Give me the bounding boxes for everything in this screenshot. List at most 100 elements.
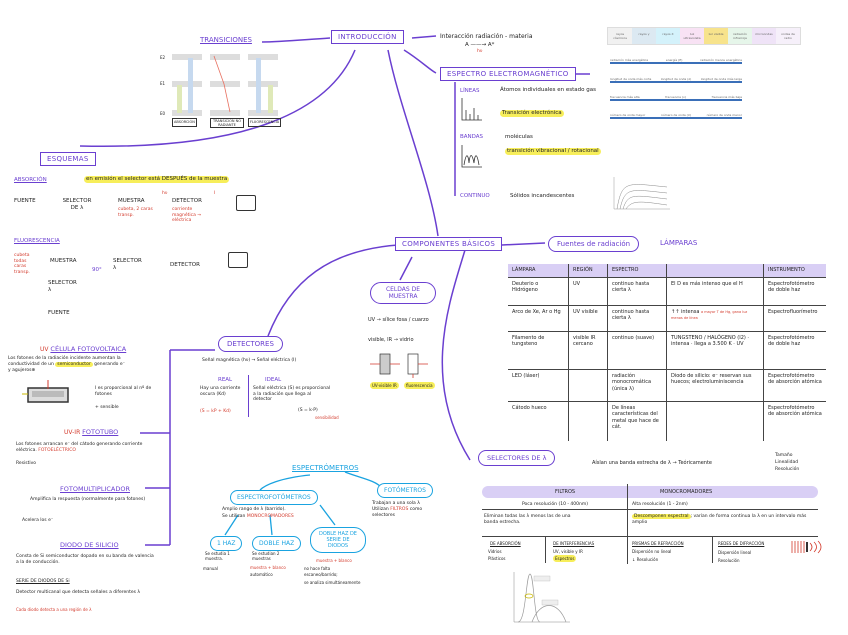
doble-serie-line-2: se analiza simultáneamente xyxy=(304,580,361,585)
region-ir: radiación infrarroja xyxy=(728,28,752,44)
lineas-label: LÍNEAS xyxy=(460,88,480,94)
doble-haz-auto: automático xyxy=(250,572,273,577)
connector-espf-doblehaz xyxy=(269,514,273,536)
lineas-item-2: Transición electrónica xyxy=(500,110,564,117)
fototubo-text-1: Los fotones arrancan e⁻ del cátodo gener… xyxy=(16,442,143,453)
cell: UV visible xyxy=(568,304,608,331)
fotom-bullet-2-text: Utilizan xyxy=(372,507,389,512)
detector-note: corriente magnética → eléctrica xyxy=(172,207,202,223)
red-note: a mayor T de Hg, gana luz menos de línea xyxy=(671,309,748,321)
abs-item: Vidrios xyxy=(488,549,502,554)
introduccion-box: INTRODUCCIÓN xyxy=(331,30,404,44)
diodo-title: DIODO DE SILICIO xyxy=(60,541,119,549)
region-micro: microondas xyxy=(752,28,776,44)
connector-espf-serie xyxy=(319,504,336,526)
scale-center: número de onda (σ) xyxy=(660,113,691,117)
fototubo-text: Los fotones arrancan e⁻ del cátodo gener… xyxy=(16,442,154,454)
divider xyxy=(712,537,713,563)
fototubo-title: FOTOTUBO xyxy=(82,428,119,436)
int-hl: Espectros xyxy=(553,555,577,562)
table-header: LÁMPARA REGIÓN ESPECTRO INSTRUMENTO xyxy=(508,264,826,277)
level-e1: E1 xyxy=(160,81,166,86)
celdas-item-visible: visible, IR → vidrio xyxy=(368,337,414,343)
cell: LED (láser) xyxy=(508,368,569,401)
col-espectro: ESPECTRO xyxy=(607,264,667,277)
cell: Espectrofotómetro de doble haz xyxy=(763,276,826,305)
region-gamma: rayos γ xyxy=(632,28,656,44)
diffraction-grating-icon xyxy=(791,540,822,554)
col-region: REGIÓN xyxy=(568,264,608,277)
cell: continuo hasta cierta λ xyxy=(607,276,667,305)
chain-muestra: MUESTRA xyxy=(118,198,145,204)
scale-right: radiación menos energética xyxy=(700,58,742,62)
fluo-muestra: MUESTRA xyxy=(50,258,77,264)
bandas-item-2: transición vibracional / rotacional xyxy=(505,148,601,155)
scale-center: energía (E) xyxy=(665,58,683,62)
cell: Espectrofotómetro de doble haz xyxy=(763,330,826,369)
diodo-serie: SERIE DE DIODOS DE Si xyxy=(16,579,70,584)
connector-intro-interaccion xyxy=(411,35,437,39)
bandas-label: BANDAS xyxy=(460,134,484,140)
arrow-i: I xyxy=(214,191,216,196)
filtros-sub: Poca resolución (10 - 400nm) xyxy=(522,502,588,507)
cell xyxy=(666,400,764,441)
divider xyxy=(248,375,249,417)
celula-bullet-2: + sensible xyxy=(95,405,119,410)
arrow-left-icon xyxy=(610,117,742,119)
cell: UV xyxy=(568,276,608,305)
espf-red: MONOCROMADORES xyxy=(246,514,294,519)
celula-text-2: generando e⁻ y agujeros⊕ xyxy=(8,362,126,373)
absorcion-note: en emisión el selector está DESPUÉS de l… xyxy=(84,176,230,183)
reaccion-label: hν xyxy=(477,49,483,54)
label-fluorescencia: FLUORESCENCIA xyxy=(248,118,282,127)
label-absorcion: ABSORCIÓN xyxy=(172,118,197,127)
detectores-subtitle: Señal magnética (hν) → Señal eléctrica (… xyxy=(202,358,297,363)
divider xyxy=(545,537,546,563)
celdas-item-uv: UV → sílice fosa / cuarzo xyxy=(368,317,429,323)
absorcion-label: ABSORCIÓN xyxy=(14,177,47,183)
celda-label-fluo: fluorescencia xyxy=(404,382,435,389)
fluorescencia-label: FLUORESCENCIA xyxy=(14,238,60,244)
connector-comp-fuentes xyxy=(501,242,546,246)
chain-selector: SELECTOR DE λ xyxy=(62,198,92,211)
espf-bullet-2: Se utilizan MONOCROMADORES xyxy=(222,513,294,520)
fluo-angle: 90° xyxy=(92,267,102,273)
cell: ↑↑ intensa a mayor T de Hg, gana luz men… xyxy=(666,304,764,331)
reaccion-formula: A ——→ A* xyxy=(465,42,495,48)
cell-text: ↑↑ intensa xyxy=(671,308,700,315)
computer-icon xyxy=(228,252,248,268)
prop: Resolución xyxy=(775,467,800,472)
celdas-cloud: CELDAS DE MUESTRA xyxy=(370,282,436,304)
diodo-text: Consta de Si semiconductor dopado en su … xyxy=(16,554,154,565)
lamparas-label: LÁMPARAS xyxy=(660,239,698,247)
prismas-title: PRISMAS DE REFRACCIÓN xyxy=(632,541,684,546)
scale-right: número de onda menor xyxy=(706,113,742,117)
band-spectrum-icon xyxy=(461,145,482,168)
table-row: LED (láser)radiación monocromática (únic… xyxy=(508,368,826,401)
real-text: Hay una corriente oscura (Kd) xyxy=(200,386,241,397)
arrow-right-icon xyxy=(610,81,742,83)
fluo-fuente: FUENTE xyxy=(48,310,70,316)
fluo-selector-2: SELECTOR λ xyxy=(48,280,77,293)
filtros-text: Eliminan todas las λ menos las de una ba… xyxy=(484,514,571,525)
connector-comp-celdas xyxy=(399,256,413,281)
fotomult-bullet: Acelera los e⁻ xyxy=(22,518,54,523)
selectores-header-bar xyxy=(482,486,818,498)
fotometros-cloud: FOTÓMETROS xyxy=(377,483,433,498)
fotom-tail: como selectores xyxy=(372,507,423,518)
cell: El D es más intenso que el H xyxy=(666,276,764,305)
fluo-side-note: cubeta todas caras transp. xyxy=(14,253,30,275)
doble-haz-line: Se estudian 2 muestras xyxy=(252,551,280,561)
chain-fuente: FUENTE xyxy=(14,198,36,204)
espf-bullet-2-text: Se utilizan xyxy=(222,514,246,519)
fotomult-text: Amplifica la respuesta (normalmente para… xyxy=(30,497,146,502)
filter-bandwidth-chart xyxy=(513,572,570,623)
interaccion-text: Interacción radiación - materia xyxy=(440,33,533,40)
espf-bullet-1: Amplio rango de λ (barrido). xyxy=(222,507,286,512)
divider xyxy=(482,509,818,510)
int-item: UV, visible y IR xyxy=(553,549,583,554)
celula-text-1: Los fotones de la radiación incidente au… xyxy=(8,356,121,367)
